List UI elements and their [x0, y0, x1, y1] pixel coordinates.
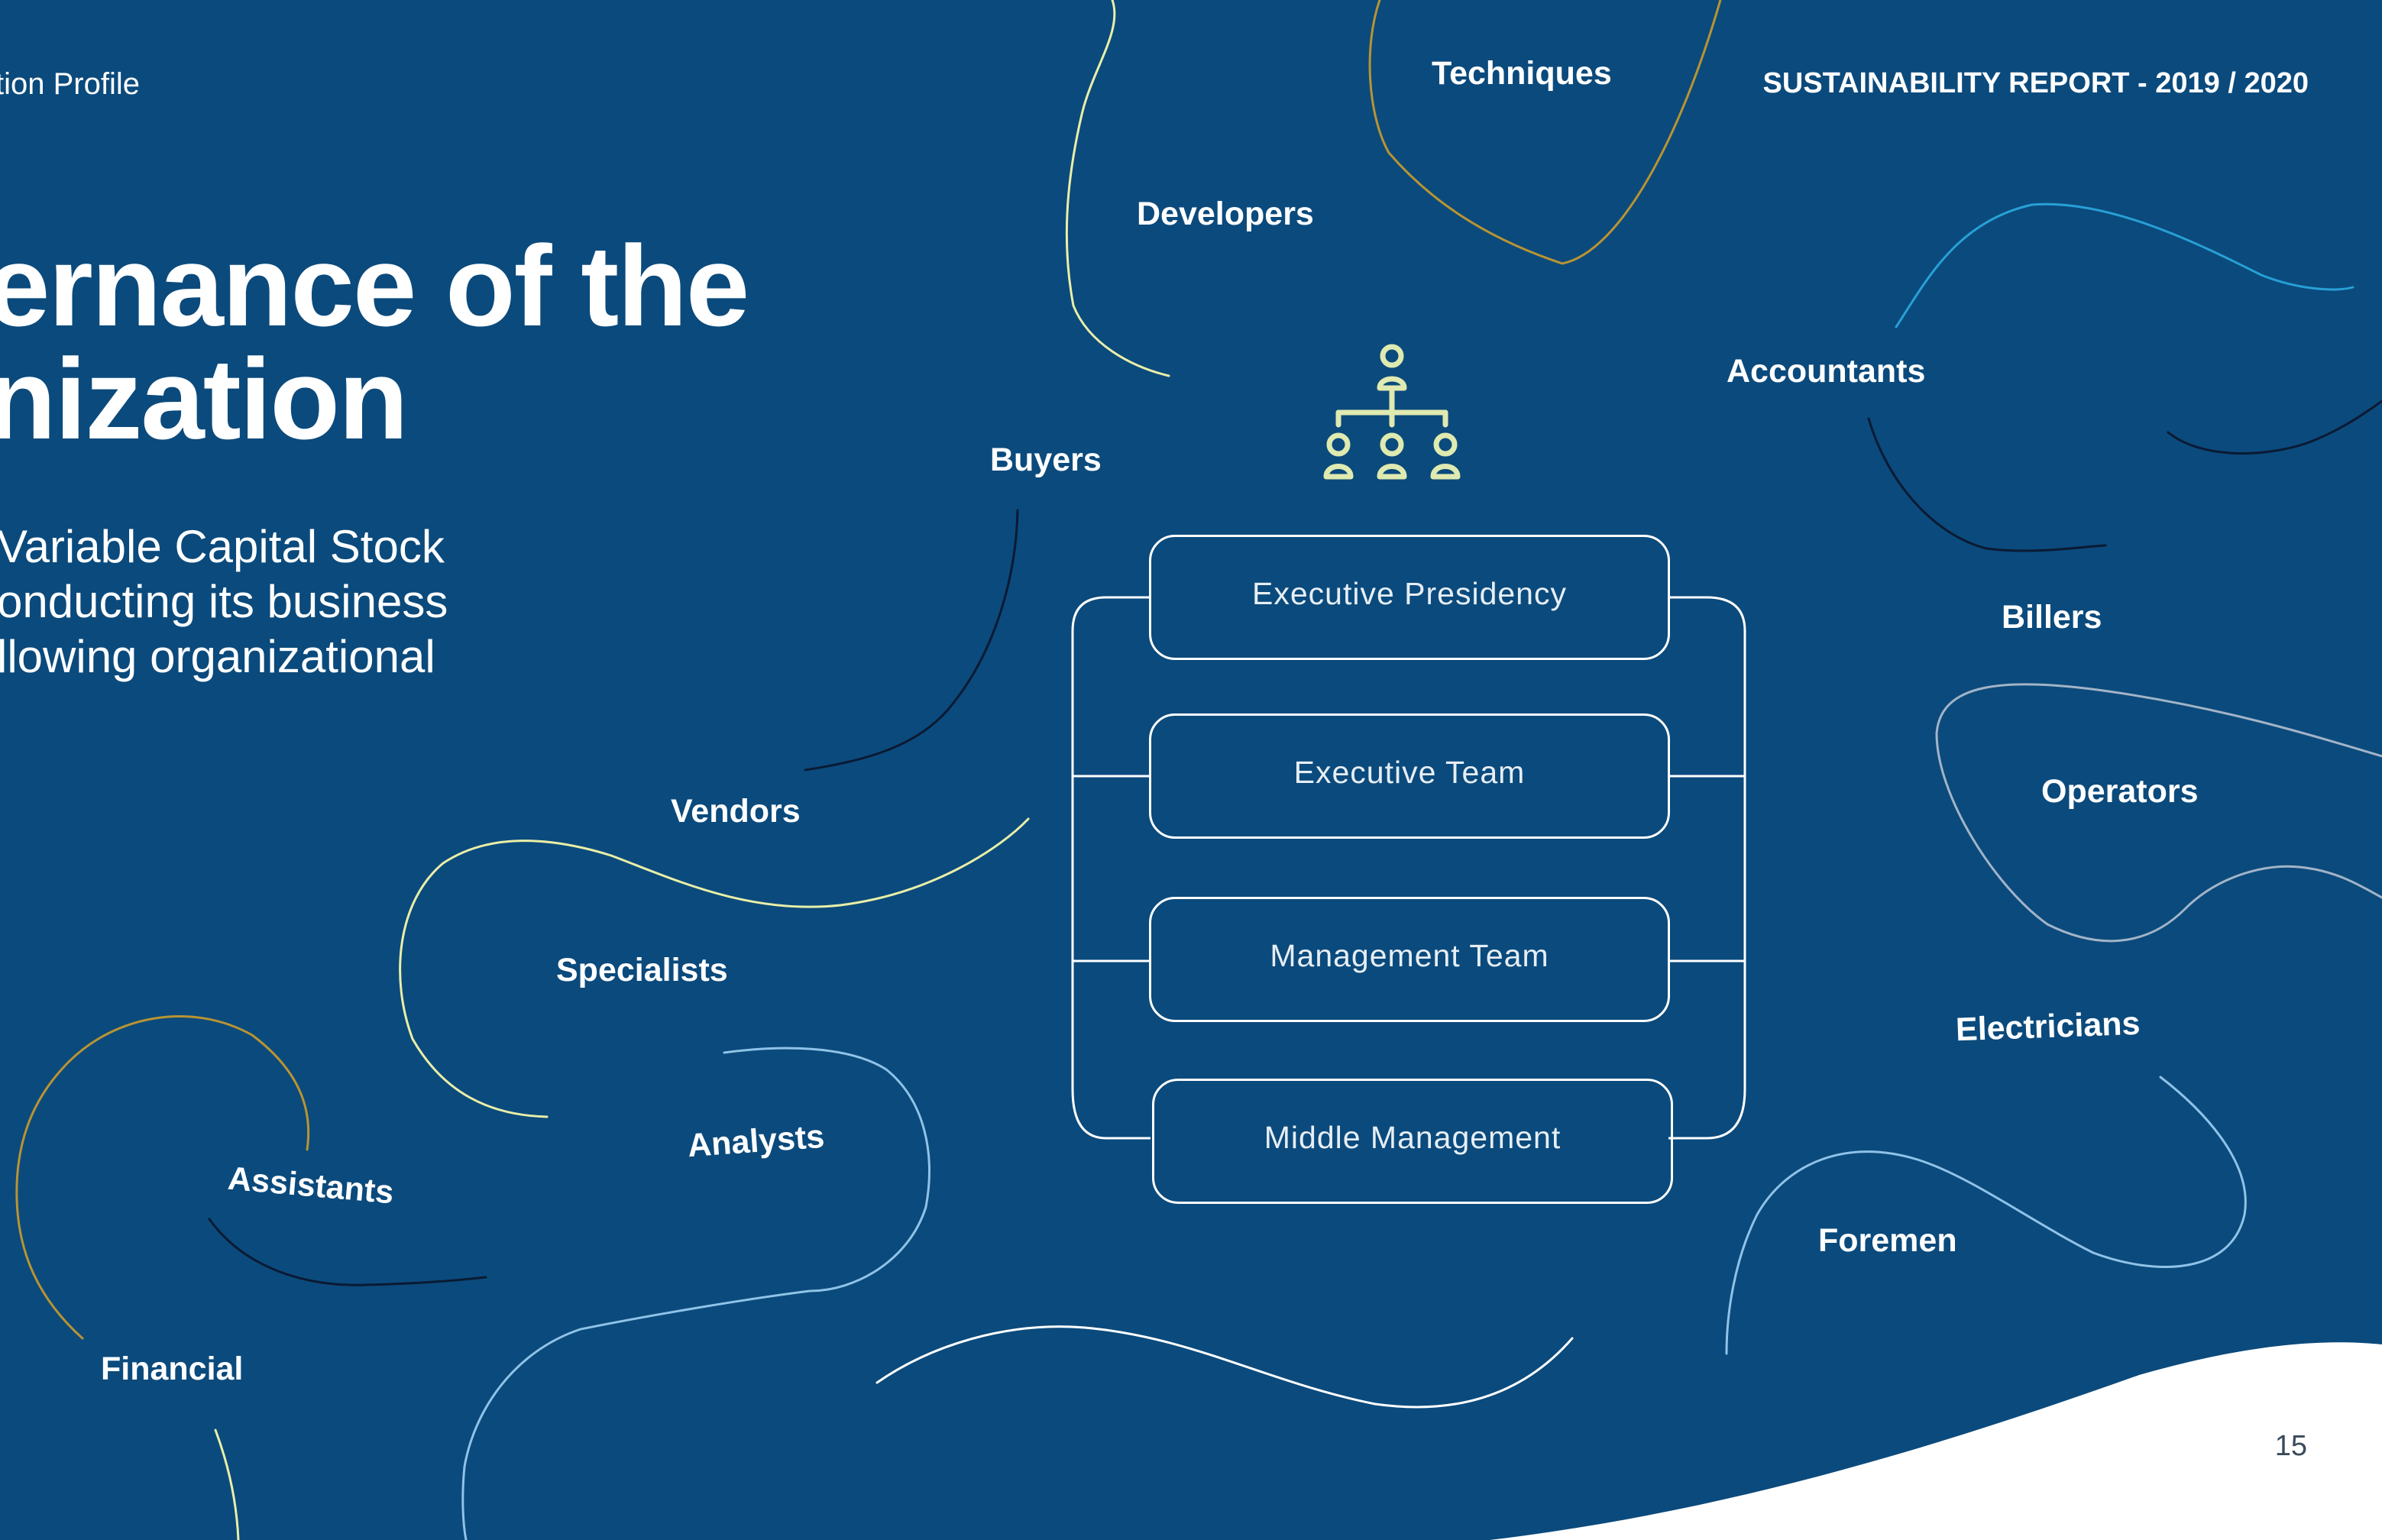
- role-vendors: Vendors: [671, 793, 801, 830]
- org-level-management-team: Management Team: [1149, 897, 1670, 1022]
- curve-financial-bottom: [214, 1428, 240, 1540]
- curve-electricians: [1725, 1076, 2247, 1355]
- role-foremen: Foremen: [1818, 1222, 1957, 1259]
- role-accountants: Accountants: [1727, 353, 1926, 390]
- role-electricians: Electricians: [1955, 1005, 2141, 1049]
- role-financial: Financial: [101, 1351, 244, 1387]
- curve-bottom-center: [875, 1325, 1574, 1409]
- section-title: tion Profile: [0, 67, 140, 101]
- role-buyers: Buyers: [990, 442, 1102, 478]
- role-billers: Billers: [2002, 599, 2102, 636]
- org-level-executive-team: Executive Team: [1149, 713, 1670, 839]
- curve-operators: [1935, 683, 2382, 943]
- role-operators: Operators: [2041, 773, 2199, 810]
- curve-vendors-specialists: [399, 817, 1030, 1118]
- curve-right-dark: [2167, 400, 2382, 455]
- intro-line-1: Variable Capital Stock: [0, 521, 445, 572]
- org-level-middle-management: Middle Management: [1152, 1079, 1673, 1204]
- page-heading-line-2: nization: [0, 335, 409, 463]
- intro-line-2: onducting its business: [0, 576, 448, 627]
- org-chart-icon: [1323, 344, 1461, 480]
- curve-analysts: [461, 1047, 930, 1540]
- role-techniques: Techniques: [1432, 55, 1612, 92]
- curve-financial-gold: [15, 1015, 310, 1340]
- intro-text: Variable Capital Stock onducting its bus…: [0, 519, 448, 684]
- curve-techniques: [1368, 0, 1722, 265]
- role-specialists: Specialists: [556, 952, 728, 988]
- curve-accountants-dark: [1867, 417, 2107, 552]
- report-title: SUSTAINABILITY REPORT - 2019 / 2020: [1762, 67, 2309, 99]
- page-heading: ernance of the nization: [0, 222, 749, 463]
- curve-developers: [1065, 0, 1170, 377]
- page-heading-line-1: ernance of the: [0, 222, 749, 350]
- page-number: 15: [2274, 1430, 2307, 1462]
- intro-line-3: llowing organizational: [0, 631, 435, 682]
- white-corner-wave: [1490, 1342, 2382, 1540]
- curve-assistants-dark: [208, 1218, 487, 1286]
- org-level-executive-presidency: Executive Presidency: [1149, 535, 1670, 660]
- org-chart-connectors: [1071, 596, 1746, 1140]
- curve-buyers: [804, 509, 1019, 772]
- role-developers: Developers: [1137, 196, 1314, 232]
- curve-accountants-sky: [1895, 202, 2354, 328]
